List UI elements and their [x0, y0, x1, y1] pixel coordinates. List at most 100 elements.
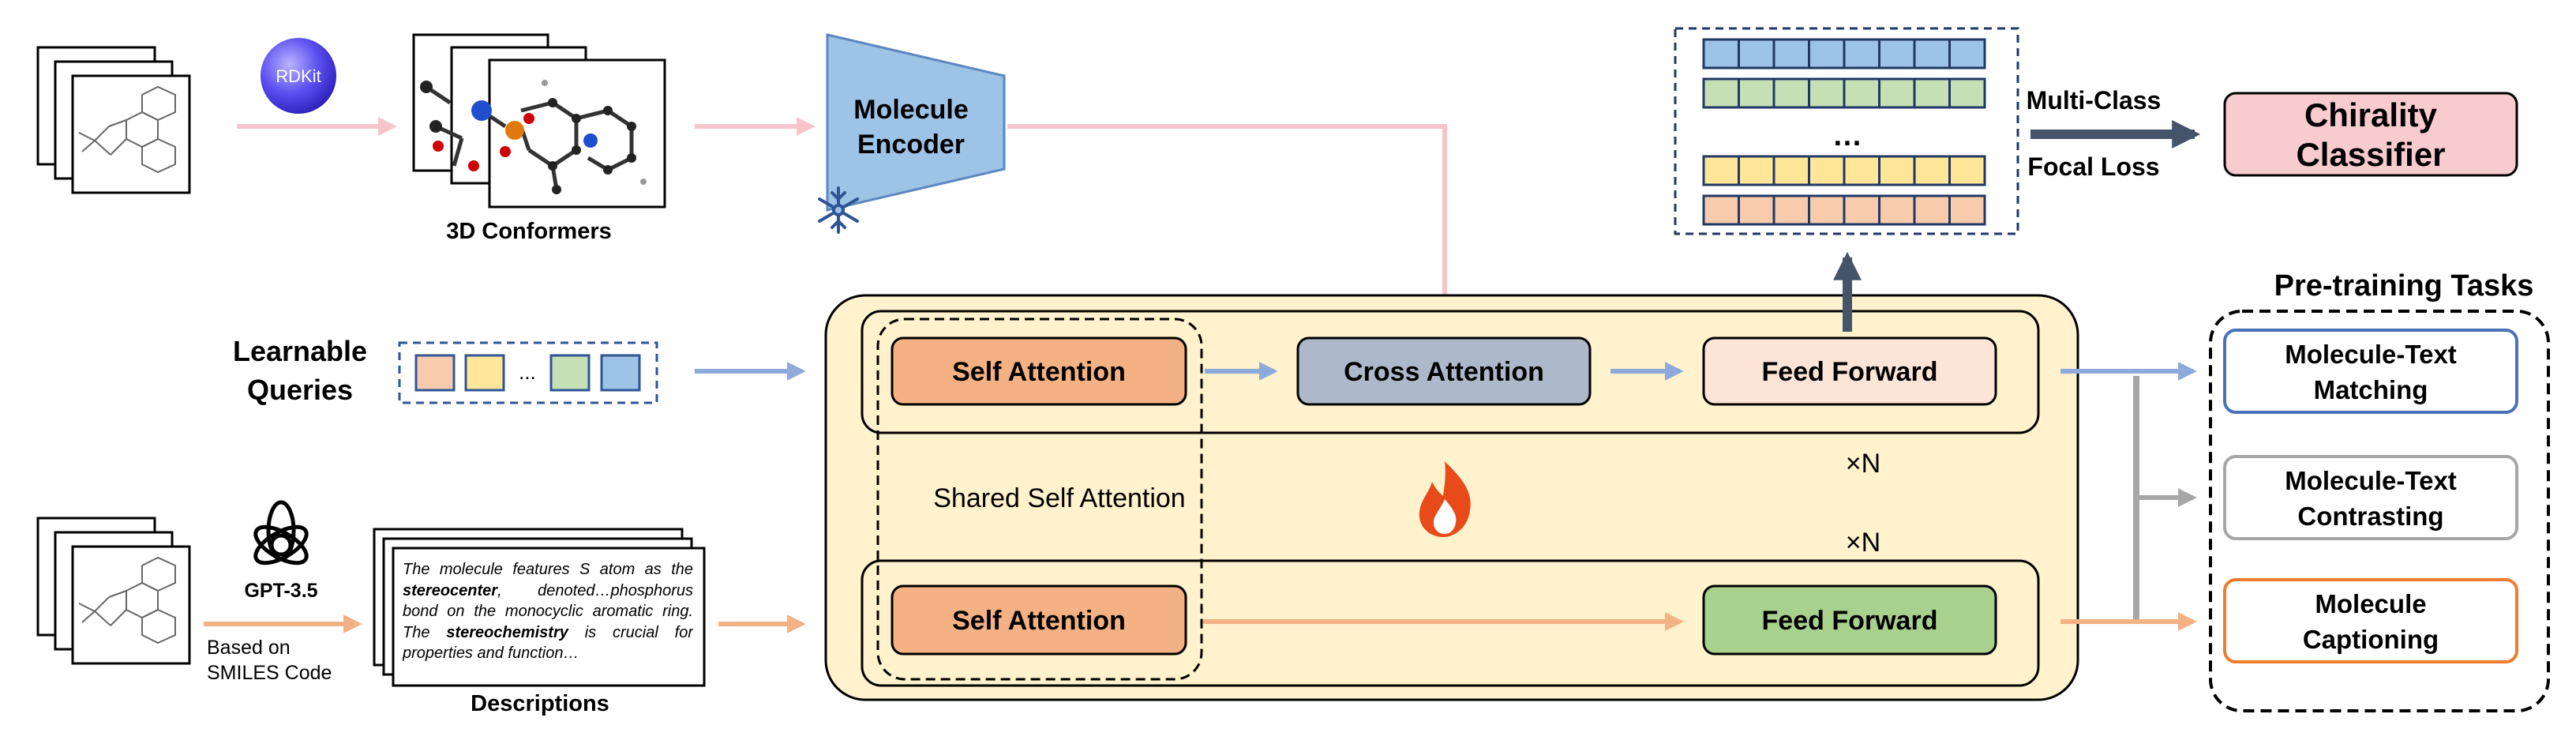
task-captioning: Molecule Captioning [2223, 578, 2518, 663]
encoder-label-line2: Encoder [857, 130, 965, 160]
self-attention-upper-label: Self Attention [952, 357, 1126, 387]
task-captioning-line1: Molecule [2315, 589, 2426, 618]
loss-label-line2: Focal Loss [2027, 152, 2159, 181]
description-fragment: is crucial for properties and function… [403, 623, 693, 663]
embeddings-ellipsis: … [1832, 119, 1862, 152]
description-fragment: , denoted…phosphorus bond on the monocyc… [403, 581, 693, 641]
queries-label-line1: Learnable [233, 335, 367, 367]
task-captioning-line2: Captioning [2303, 625, 2439, 654]
embedding-cell [1702, 77, 1740, 109]
embedding-cell [1702, 38, 1740, 70]
molecule-drawing-icon [78, 85, 176, 174]
embedding-cell [1948, 38, 1986, 70]
embedding-cell [1738, 77, 1775, 109]
fire-icon [1419, 461, 1471, 537]
classifier-label-line1: Chirality [2304, 96, 2438, 133]
query-token [464, 354, 505, 392]
embedding-cell [1948, 194, 1986, 226]
task-matching: Molecule-Text Matching [2223, 329, 2518, 414]
molecule-encoder: Molecule Encoder [818, 33, 1006, 234]
description-fragment: The molecule features S atom as the [403, 561, 693, 578]
molecule-drawing-icon [78, 556, 176, 644]
embedding-cell [1913, 155, 1951, 186]
query-token [600, 354, 641, 392]
embedding-cell [1772, 155, 1810, 186]
molecule-stack-bottom [36, 517, 191, 665]
conformer-stack [412, 33, 666, 209]
description-keyword: stereocenter [403, 581, 498, 599]
embedding-cell [1843, 38, 1880, 70]
description-stack [373, 528, 706, 687]
embedding-cell [1772, 194, 1810, 226]
conformers-caption: 3D Conformers [446, 219, 612, 244]
queries-label-line2: Queries [247, 374, 353, 406]
cross-attention-label: Cross Attention [1344, 357, 1544, 387]
embedding-cell [1808, 194, 1846, 226]
embedding-cell [1808, 155, 1846, 186]
loss-label-line1: Multi-Class [2027, 86, 2162, 115]
embedding-cell [1738, 155, 1775, 186]
self-attention-lower-label: Self Attention [952, 606, 1126, 636]
embedding-cell [1738, 194, 1775, 226]
descriptions-caption: Descriptions [471, 691, 609, 716]
embedding-cell [1913, 194, 1951, 226]
pretraining-frame [2209, 310, 2550, 712]
repeat-lower: ×N [1846, 528, 1880, 558]
embedding-cell [1772, 38, 1810, 70]
embedding-cell [1913, 38, 1951, 70]
shared-self-attention-frame [876, 318, 1203, 681]
embedding-cell [1843, 155, 1880, 186]
snowflake-icon [818, 186, 859, 234]
openai-logo-icon [253, 500, 309, 566]
shared-self-attention-label: Shared Self Attention [933, 483, 1185, 513]
embedding-cell [1878, 194, 1916, 226]
embedding-cell [1808, 77, 1846, 109]
query-token [549, 354, 591, 392]
task-matching-line1: Molecule-Text [2285, 340, 2457, 369]
conformer-3d-icon [420, 80, 647, 194]
smiles-note-line2: SMILES Code [207, 662, 332, 684]
embedding-cell [1843, 77, 1880, 109]
learnable-queries: ... [398, 341, 658, 404]
molecule-stack-top [36, 46, 191, 194]
embedding-cell [1702, 194, 1740, 226]
embedding-cell [1808, 38, 1846, 70]
pretraining-title: Pre-training Tasks [2274, 269, 2534, 302]
smiles-note-line1: Based on [207, 637, 291, 659]
classifier-label-line2: Classifier [2296, 136, 2445, 173]
embedding-cell [1702, 155, 1740, 186]
lower-block-frame [861, 559, 2040, 687]
embedding-cell [1948, 155, 1986, 186]
embedding-cell [1738, 38, 1775, 70]
self-attention-lower: Self Attention [891, 584, 1187, 656]
feed-forward-upper-label: Feed Forward [1762, 357, 1938, 387]
feed-forward-lower: Feed Forward [1702, 584, 1997, 656]
embedding-cell [1878, 77, 1916, 109]
task-contrasting: Molecule-Text Contrasting [2223, 455, 2518, 540]
embedding-cell [1772, 77, 1810, 109]
gpt-label: GPT-3.5 [244, 580, 317, 602]
repeat-upper: ×N [1846, 449, 1880, 479]
embedding-cell [1878, 38, 1916, 70]
embedding-cell [1913, 77, 1951, 109]
self-attention-upper: Self Attention [891, 336, 1187, 406]
upper-block-frame [861, 310, 2040, 434]
output-embeddings [1674, 27, 2019, 235]
queries-ellipsis: ... [519, 360, 536, 384]
task-matching-line2: Matching [2314, 375, 2428, 404]
rdkit-label: RDKit [276, 66, 321, 86]
cross-attention: Cross Attention [1296, 336, 1592, 406]
task-contrasting-line1: Molecule-Text [2285, 466, 2457, 495]
chirality-classifier: Chirality Classifier [2223, 92, 2518, 177]
feed-forward-upper: Feed Forward [1702, 336, 1997, 406]
embedding-cell [1878, 155, 1916, 186]
encoder-to-cross-attention-line [1007, 124, 1447, 320]
query-token [414, 354, 456, 392]
rdkit-logo: RDKit [261, 38, 336, 114]
description-text: The molecule features S atom as the ster… [403, 559, 693, 678]
task-contrasting-line2: Contrasting [2297, 502, 2443, 531]
embedding-cell [1948, 77, 1986, 109]
feed-forward-lower-label: Feed Forward [1762, 606, 1938, 636]
